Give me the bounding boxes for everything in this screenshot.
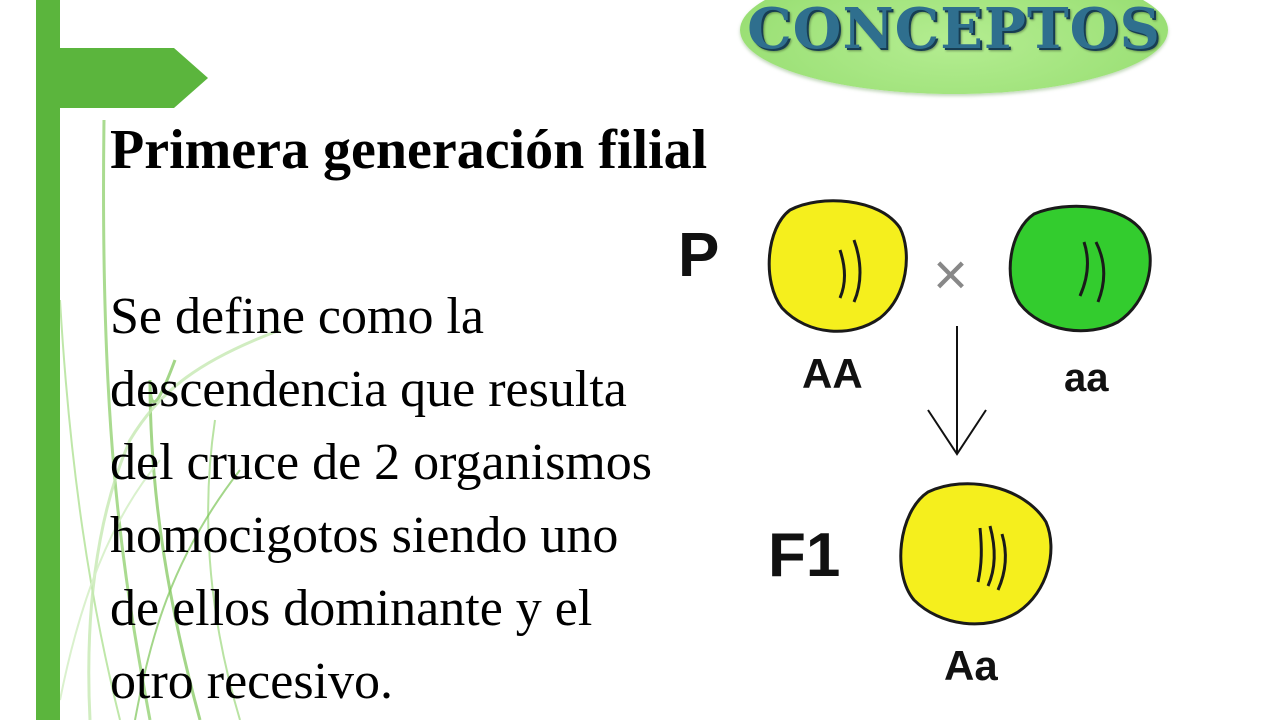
definition-line: Se define como la	[110, 288, 484, 345]
grass-decoration	[59, 119, 281, 720]
concepts-badge: CONCEPTOS	[740, 0, 1168, 94]
parent-generation-label: P	[678, 221, 720, 290]
genetic-cross-diagram: P × AA aa F1 Aa	[660, 180, 1180, 700]
definition-line: homocigotos siendo uno	[110, 507, 619, 564]
yellow-pea-parent	[767, 199, 908, 333]
badge-label: CONCEPTOS	[747, 0, 1161, 62]
cross-symbol: ×	[933, 241, 969, 308]
definition-line: de ellos dominante y el	[110, 580, 593, 637]
green-pea-parent	[1008, 204, 1152, 333]
parent2-genotype: aa	[1064, 356, 1109, 400]
down-arrow-icon	[927, 326, 987, 456]
definition-line: otro recesivo.	[110, 653, 394, 710]
accent-bar	[36, 0, 60, 720]
definition-line: descendencia que resulta	[110, 361, 627, 418]
offspring-genotype: Aa	[944, 642, 998, 689]
accent-arrow	[36, 48, 208, 108]
parent1-genotype: AA	[802, 350, 863, 397]
slide-title: Primera generación filial	[110, 119, 708, 181]
yellow-pea-offspring	[899, 482, 1053, 626]
offspring-generation-label: F1	[768, 521, 841, 590]
definition-line: del cruce de 2 organismos	[110, 434, 652, 491]
definition-text: Se define como la descendencia que resul…	[110, 280, 730, 718]
